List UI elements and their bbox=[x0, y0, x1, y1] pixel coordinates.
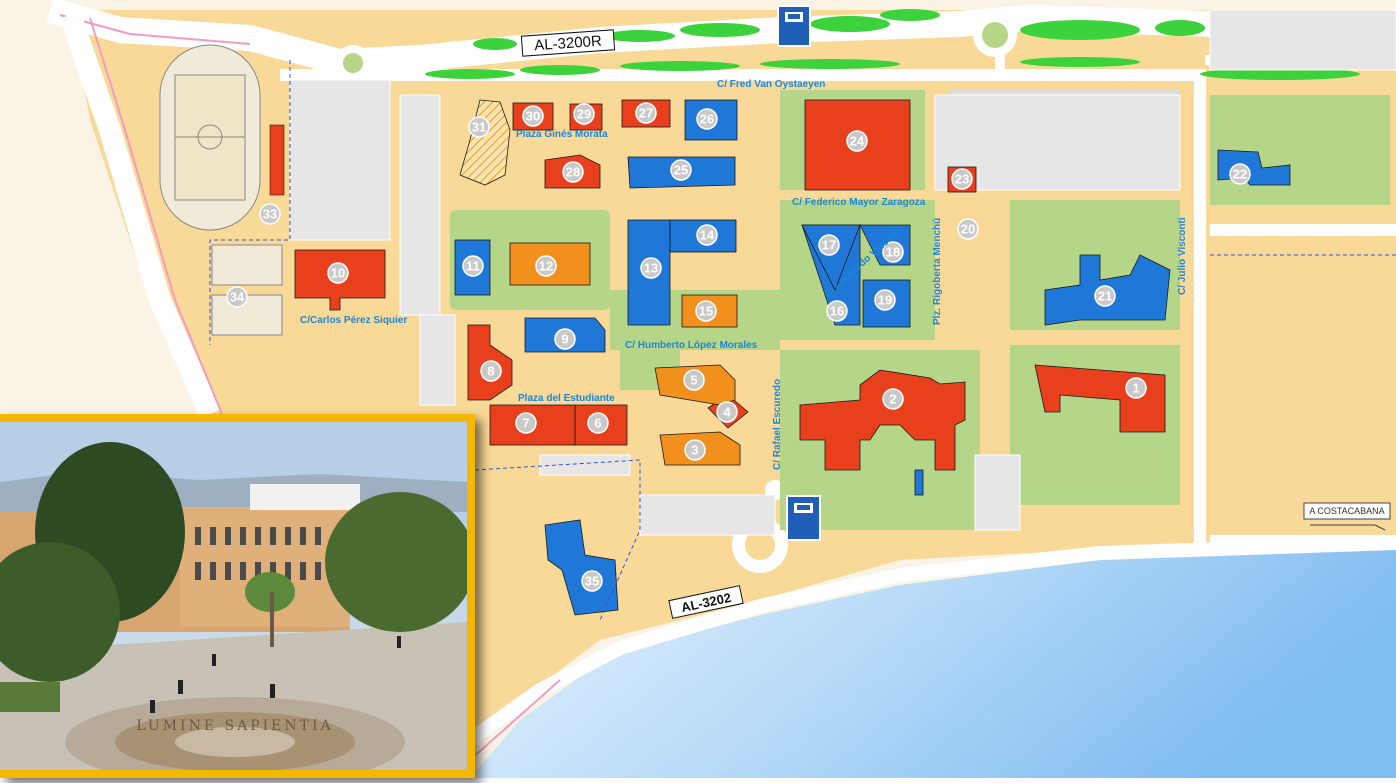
number-21: 21 bbox=[1098, 289, 1112, 304]
number-30: 30 bbox=[526, 109, 540, 124]
destination-sign: A COSTACABANA bbox=[1303, 502, 1391, 531]
number-20: 20 bbox=[961, 222, 975, 237]
sea bbox=[470, 548, 1396, 778]
number-4: 4 bbox=[723, 405, 731, 420]
number-14: 14 bbox=[700, 228, 715, 243]
campus-boundary bbox=[209, 60, 291, 345]
number-5: 5 bbox=[690, 373, 697, 388]
street-label-humberto-lopez-morales: C/ Humberto López Morales bbox=[625, 340, 758, 351]
number-24: 24 bbox=[850, 134, 865, 149]
number-19: 19 bbox=[878, 293, 892, 308]
bus-stop-icon-north[interactable] bbox=[777, 5, 811, 47]
number-27: 27 bbox=[639, 106, 653, 121]
street-label-rafael-escuredo: C/ Rafael Escuredo bbox=[772, 379, 783, 470]
number-1: 1 bbox=[1132, 381, 1139, 396]
campus-photo-illustration: LUMINE SAPIENTIA bbox=[0, 422, 467, 770]
number-3: 3 bbox=[691, 443, 698, 458]
number-25: 25 bbox=[674, 163, 688, 178]
number-12: 12 bbox=[539, 259, 553, 274]
street-label-carlos-perez-siquier: C/Carlos Pérez Siquier bbox=[300, 315, 407, 326]
parking-lots bbox=[289, 9, 1396, 536]
sports-track bbox=[159, 44, 285, 231]
number-16: 16 bbox=[830, 304, 844, 319]
number-18: 18 bbox=[886, 245, 900, 260]
number-29: 29 bbox=[577, 107, 591, 122]
building-12[interactable] bbox=[509, 242, 591, 286]
number-34: 34 bbox=[230, 290, 245, 305]
number-31: 31 bbox=[472, 120, 486, 135]
building-35[interactable] bbox=[544, 519, 619, 616]
number-23: 23 bbox=[955, 172, 969, 187]
sport-courts bbox=[211, 244, 283, 336]
campus-photo: LUMINE SAPIENTIA bbox=[0, 414, 475, 778]
north-highway-label: AL-3200R bbox=[534, 33, 603, 55]
plaza-inscription: LUMINE SAPIENTIA bbox=[136, 718, 333, 734]
building-2[interactable] bbox=[799, 369, 966, 471]
bike-lane bbox=[469, 679, 561, 761]
building-small-blue[interactable] bbox=[914, 469, 924, 496]
number-13: 13 bbox=[644, 261, 658, 276]
number-17: 17 bbox=[822, 238, 836, 253]
number-22: 22 bbox=[1233, 167, 1247, 182]
number-26: 26 bbox=[700, 112, 714, 127]
number-15: 15 bbox=[699, 304, 713, 319]
street-label-rigoberta-menchu: Plz. Rigoberta Menchú bbox=[932, 218, 943, 325]
street-label-federico-mayor-zaragoza: C/ Federico Mayor Zaragoza bbox=[792, 197, 926, 208]
number-6: 6 bbox=[594, 416, 601, 431]
number-10: 10 bbox=[331, 266, 345, 281]
west-road bbox=[59, 11, 221, 419]
number-11: 11 bbox=[466, 259, 480, 274]
destination-sign-text: A COSTACABANA bbox=[1309, 506, 1384, 516]
number-28: 28 bbox=[566, 165, 580, 180]
bus-stop-icon-south[interactable] bbox=[786, 495, 821, 541]
tree-line bbox=[425, 9, 1360, 80]
street-label-julio-visconti: C/ Julio Visconti bbox=[1177, 217, 1188, 295]
road-label-north: AL-3200R bbox=[520, 29, 616, 57]
street-label-fred-van-oystaeyen: C/ Fred Van Oystaeyen bbox=[717, 79, 825, 90]
number-33: 33 bbox=[263, 207, 277, 222]
building-numbers: 1 2 3 4 5 6 7 8 9 10 11 12 13 14 15 16 1… bbox=[226, 102, 1251, 592]
number-7: 7 bbox=[522, 416, 529, 431]
number-8: 8 bbox=[487, 364, 494, 379]
number-2: 2 bbox=[889, 392, 896, 407]
building-17[interactable] bbox=[801, 224, 861, 291]
building-31[interactable] bbox=[459, 99, 511, 186]
south-highway-road bbox=[465, 536, 1396, 746]
street-label-plaza-del-estudiante: Plaza del Estudiante bbox=[518, 393, 615, 404]
number-9: 9 bbox=[561, 332, 568, 347]
number-35: 35 bbox=[585, 574, 599, 589]
street-label-plaza-gines-morata: Plaza Ginés Morata bbox=[516, 129, 608, 140]
